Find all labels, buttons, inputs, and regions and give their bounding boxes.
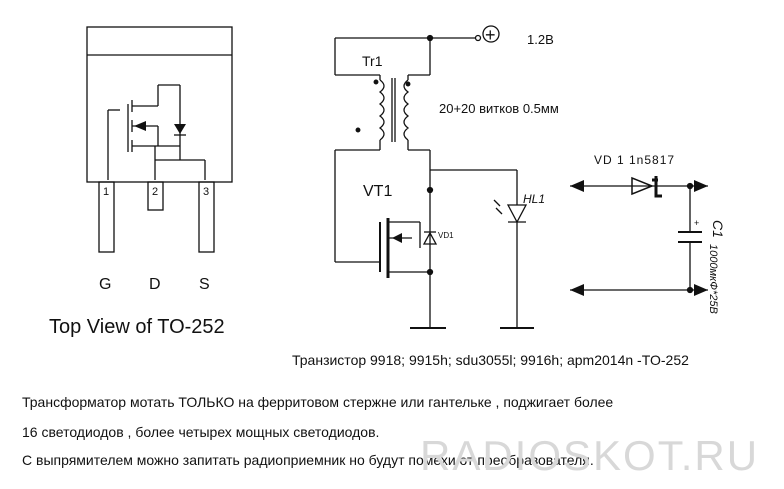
pin-1-number: 1	[103, 186, 109, 198]
capacitor-label: C1	[710, 220, 726, 238]
rectifier-schematic	[570, 176, 708, 296]
pin-g-letter: G	[99, 276, 111, 293]
winding-note: 20+20 витков 0.5мм	[439, 101, 559, 116]
pin-2-number: 2	[152, 186, 158, 198]
supply-plus-sign: +	[485, 25, 496, 45]
vd1-label: VD1	[438, 231, 454, 240]
input-arrow-top	[570, 180, 584, 192]
drain-node	[426, 186, 434, 194]
pin-d-letter: D	[149, 276, 161, 293]
package-mosfet-arrow	[134, 121, 146, 131]
vd1-symbol	[422, 231, 438, 245]
package-body	[86, 26, 233, 183]
plus-terminal-circle	[482, 25, 500, 43]
supply-terminal	[474, 34, 482, 42]
winding-dot-2	[405, 81, 411, 87]
pin-3-lead	[198, 181, 215, 253]
transistor-label: VT1	[363, 183, 392, 200]
pin-s-letter: S	[199, 276, 210, 293]
rectifier-diode-label: VD 1 1n5817	[594, 153, 675, 167]
note-line-3: С выпрямителем можно запитать радиоприем…	[22, 452, 594, 468]
source-node	[426, 268, 434, 276]
pin-2-lead	[147, 181, 164, 211]
primary-winding	[378, 79, 385, 141]
to252-package	[86, 26, 233, 253]
led-symbol	[506, 204, 528, 224]
transistor-list: Транзистор 9918; 9915h; sdu3055l; 9916h;…	[292, 352, 689, 368]
capacitor-polarity: +	[694, 218, 699, 228]
converter-schematic	[334, 25, 534, 329]
capacitor-value: 1000мкФ*25В	[707, 244, 719, 314]
vt1-arrow	[392, 233, 402, 243]
note-line-2: 16 светодиодов , более четырех мощных св…	[22, 424, 380, 440]
watermark: RADIOSKOT.RU	[420, 432, 760, 479]
package-mosfet-symbol	[107, 84, 206, 180]
pin-1-lead	[98, 181, 115, 253]
winding-dot-1	[373, 79, 379, 85]
winding-dot-3	[355, 127, 361, 133]
output-arrow-top	[694, 180, 708, 192]
c1-top-node	[686, 182, 694, 190]
secondary-winding	[403, 79, 410, 141]
transformer-label: Tr1	[362, 53, 383, 69]
input-arrow-bottom	[570, 284, 584, 296]
pin-3-number: 3	[203, 186, 209, 198]
led-label: HL1	[523, 192, 545, 206]
vd-rectifier-diode	[631, 176, 655, 196]
note-line-1: Трансформатор мотать ТОЛЬКО на ферритово…	[22, 394, 614, 410]
output-arrow-bottom	[694, 284, 708, 296]
package-diode-arrow	[174, 124, 186, 134]
package-caption: Top View of TO-252	[49, 316, 225, 338]
supply-voltage-label: 1.2В	[527, 32, 554, 47]
